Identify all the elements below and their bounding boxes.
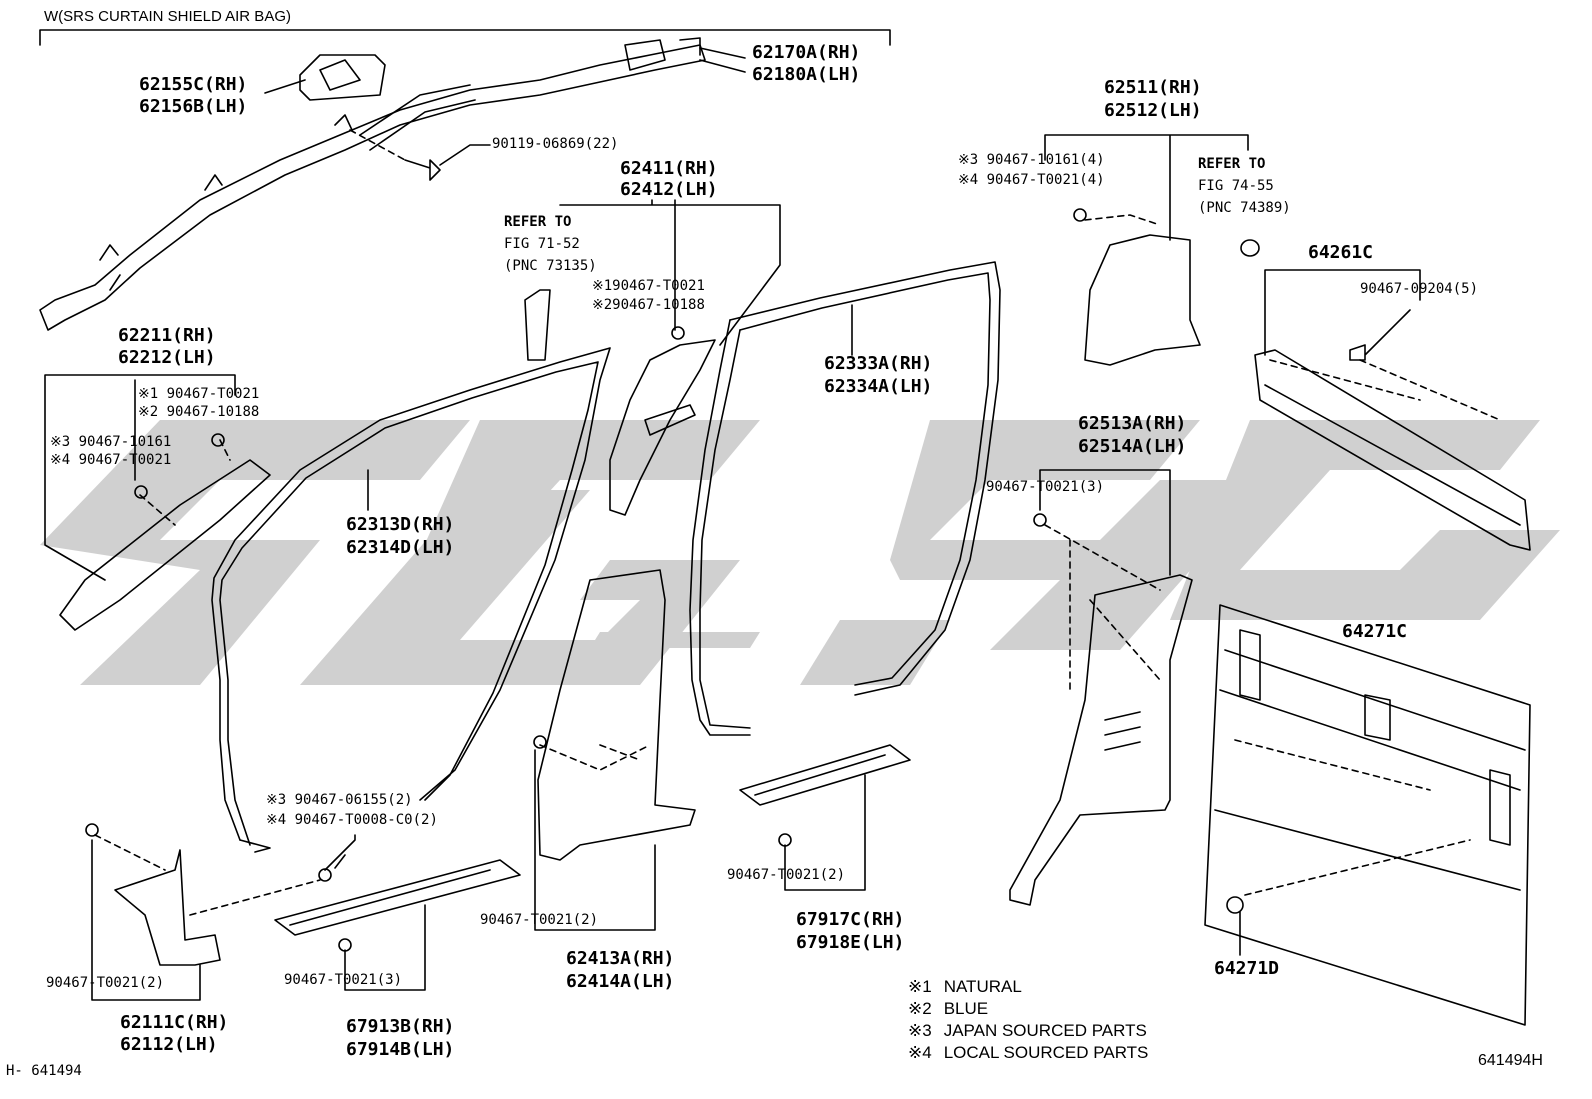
weatherstrip-front [211,347,611,841]
back-panel-trim [1204,604,1531,1026]
a-pillar-clip-3[interactable]: ※3 90467-10161 [50,434,172,450]
rear-sill-clip[interactable]: 90467-09204(5) [1360,281,1479,297]
b-pillar-upper-garnish [609,339,716,516]
refer-71-line2[interactable]: FIG 71-52 [504,236,580,252]
cowl-clip-3[interactable]: ※3 90467-06155(2) [266,792,413,808]
quarter-clip-3[interactable]: ※3 90467-10161(4) [958,152,1105,168]
refer-71-line1: REFER TO [504,214,572,230]
cowl-side-trim [114,849,221,966]
front-scuff-rh[interactable]: 67913B(RH) [346,1016,455,1037]
b-pillar-lower-garnish [537,569,696,861]
weatherstrip-rear [729,261,1001,696]
cowl-clip[interactable]: 90467-T0021(2) [46,975,165,991]
back-panel-clip-part[interactable]: 64271D [1214,958,1280,979]
a-pillar-rh[interactable]: 62211(RH) [118,325,216,346]
back-panel-part[interactable]: 64271C [1342,621,1408,642]
quarter-clip-4[interactable]: ※4 90467-T0021(4) [958,172,1105,188]
sensor-part-rh[interactable]: 62155C(RH) [139,74,248,95]
refer-74-line2[interactable]: FIG 74-55 [1198,178,1274,194]
quarter-upper-rh[interactable]: 62511(RH) [1104,77,1202,98]
a-pillar-lh[interactable]: 62212(LH) [118,347,216,368]
weatherstrip-rear-lh[interactable]: 62334A(LH) [824,376,933,397]
airbag-bolt-part[interactable]: 90119-06869(22) [492,136,619,152]
front-scuff-clip[interactable]: 90467-T0021(3) [284,972,403,988]
variant-bracket [39,29,891,46]
sensor-part-lh[interactable]: 62156B(LH) [139,96,248,117]
variant-label: W(SRS CURTAIN SHIELD AIR BAG) [44,8,291,25]
watermark-logo [40,420,1560,685]
pillar-b-clip-1[interactable]: ※190467-T0021 [592,278,705,294]
cowl-side-rh[interactable]: 62111C(RH) [120,1012,229,1033]
airbag-part-rh[interactable]: 62170A(RH) [752,42,861,63]
airbag-part-lh[interactable]: 62180A(LH) [752,64,861,85]
quarter-trim-lower [1009,574,1193,906]
refer-74-line1: REFER TO [1198,156,1266,172]
rear-sill-part[interactable]: 64261C [1308,242,1374,263]
cowl-clip-4[interactable]: ※4 90467-T0008-C0(2) [266,812,438,828]
airbag-sensor [299,54,386,101]
quarter-lower-clip[interactable]: 90467-T0021(3) [986,479,1105,495]
weatherstrip-rear-rh[interactable]: 62333A(RH) [824,353,933,374]
pillar-upper-b-rh[interactable]: 62411(RH) [620,158,718,179]
pillar-upper-b-lh[interactable]: 62412(LH) [620,179,718,200]
pillar-b-clip-2[interactable]: ※290467-10188 [592,297,705,313]
footer-left-id: H- 641494 [6,1063,82,1079]
a-pillar-clip-2[interactable]: ※2 90467-10188 [138,404,260,420]
b-pillar-lower-rh[interactable]: 62413A(RH) [566,948,675,969]
weatherstrip-front-rh[interactable]: 62313D(RH) [346,514,455,535]
curtain-airbag [39,44,706,331]
weatherstrip-front-lh[interactable]: 62314D(LH) [346,537,455,558]
a-pillar-clip-4[interactable]: ※4 90467-T0021 [50,452,172,468]
refer-71-line3: (PNC 73135) [504,258,597,274]
front-scuff-lh[interactable]: 67914B(LH) [346,1039,455,1060]
a-pillar-clip-1[interactable]: ※1 90467-T0021 [138,386,260,402]
quarter-trim-upper [1084,234,1201,366]
quarter-upper-lh[interactable]: 62512(LH) [1104,100,1202,121]
rear-scuff-lh[interactable]: 67918E(LH) [796,932,905,953]
quarter-lower-rh[interactable]: 62513A(RH) [1078,413,1187,434]
cowl-side-lh[interactable]: 62112(LH) [120,1034,218,1055]
rear-sill-trim [1254,349,1531,551]
b-pillar-lower-lh[interactable]: 62414A(LH) [566,971,675,992]
front-scuff-plate [274,859,521,936]
airbag-bolt [404,159,441,181]
rear-scuff-clip[interactable]: 90467-T0021(2) [727,867,846,883]
rear-scuff-plate [739,744,911,806]
footer-right-id: 641494H [1478,1052,1543,1069]
a-pillar-garnish [59,459,271,631]
b-pillar-lower-clip[interactable]: 90467-T0021(2) [480,912,599,928]
rear-scuff-rh[interactable]: 67917C(RH) [796,909,905,930]
quarter-lower-lh[interactable]: 62514A(LH) [1078,436,1187,457]
refer-74-line3: (PNC 74389) [1198,200,1291,216]
